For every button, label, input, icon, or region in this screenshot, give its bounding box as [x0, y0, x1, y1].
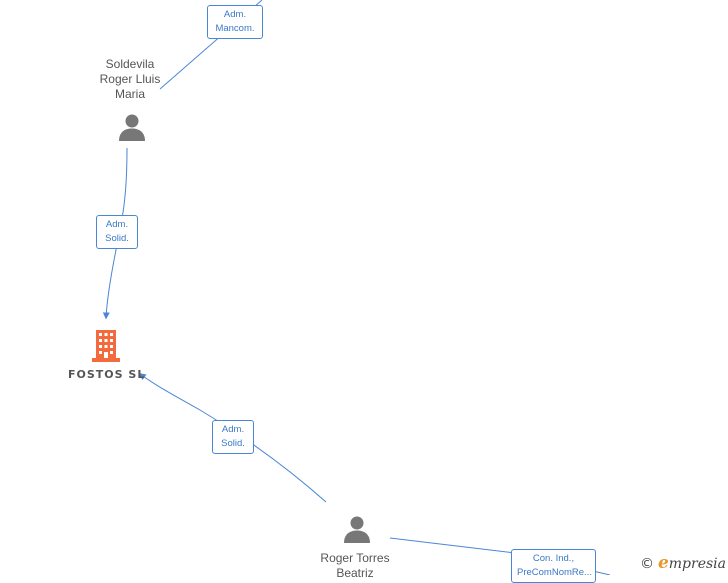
edge-soldevila-to-company [102, 147, 128, 320]
company-name[interactable]: FOSTOS SL [68, 368, 146, 381]
edge-label-line: PreComNomRe... [517, 567, 592, 578]
edge-label-line: Adm. [221, 424, 245, 435]
brand-initial: e [657, 553, 669, 573]
building-icon[interactable] [90, 328, 122, 362]
edge-label-line: Adm. [105, 219, 129, 230]
edge-label-top-to-soldevila[interactable]: Adm. Mancom. [207, 5, 263, 39]
name-line: Soldevila [105, 57, 155, 71]
edge-label-line: Con. Ind., [532, 553, 575, 564]
brand-name: mpresia [668, 556, 726, 572]
person-name-soldevila[interactable]: Soldevila Roger Lluis Maria [75, 57, 185, 102]
edge-label-roger-to-company[interactable]: Adm. Solid. [212, 420, 254, 454]
name-line: Roger Lluis [99, 72, 161, 86]
edge-label-line: Solid. [105, 233, 129, 244]
empresia-watermark: ©empresia [640, 553, 726, 573]
edge-label-line: Solid. [221, 438, 245, 449]
copyright-symbol: © [639, 556, 654, 572]
edge-label-line: Adm. [223, 9, 247, 20]
person-icon[interactable] [117, 112, 147, 142]
edge-roger-to-company [138, 373, 327, 503]
name-line: Beatriz [336, 566, 374, 580]
edge-label-line: Mancom. [215, 23, 255, 34]
edge-label-roger-to-right[interactable]: Con. Ind., PreComNomRe... [511, 549, 596, 583]
person-name-roger-torres[interactable]: Roger Torres Beatriz [300, 551, 410, 581]
person-icon[interactable] [342, 514, 372, 544]
name-line: Roger Torres [320, 551, 390, 565]
edge-label-soldevila-to-company[interactable]: Adm. Solid. [96, 215, 138, 249]
name-line: Maria [114, 87, 145, 101]
